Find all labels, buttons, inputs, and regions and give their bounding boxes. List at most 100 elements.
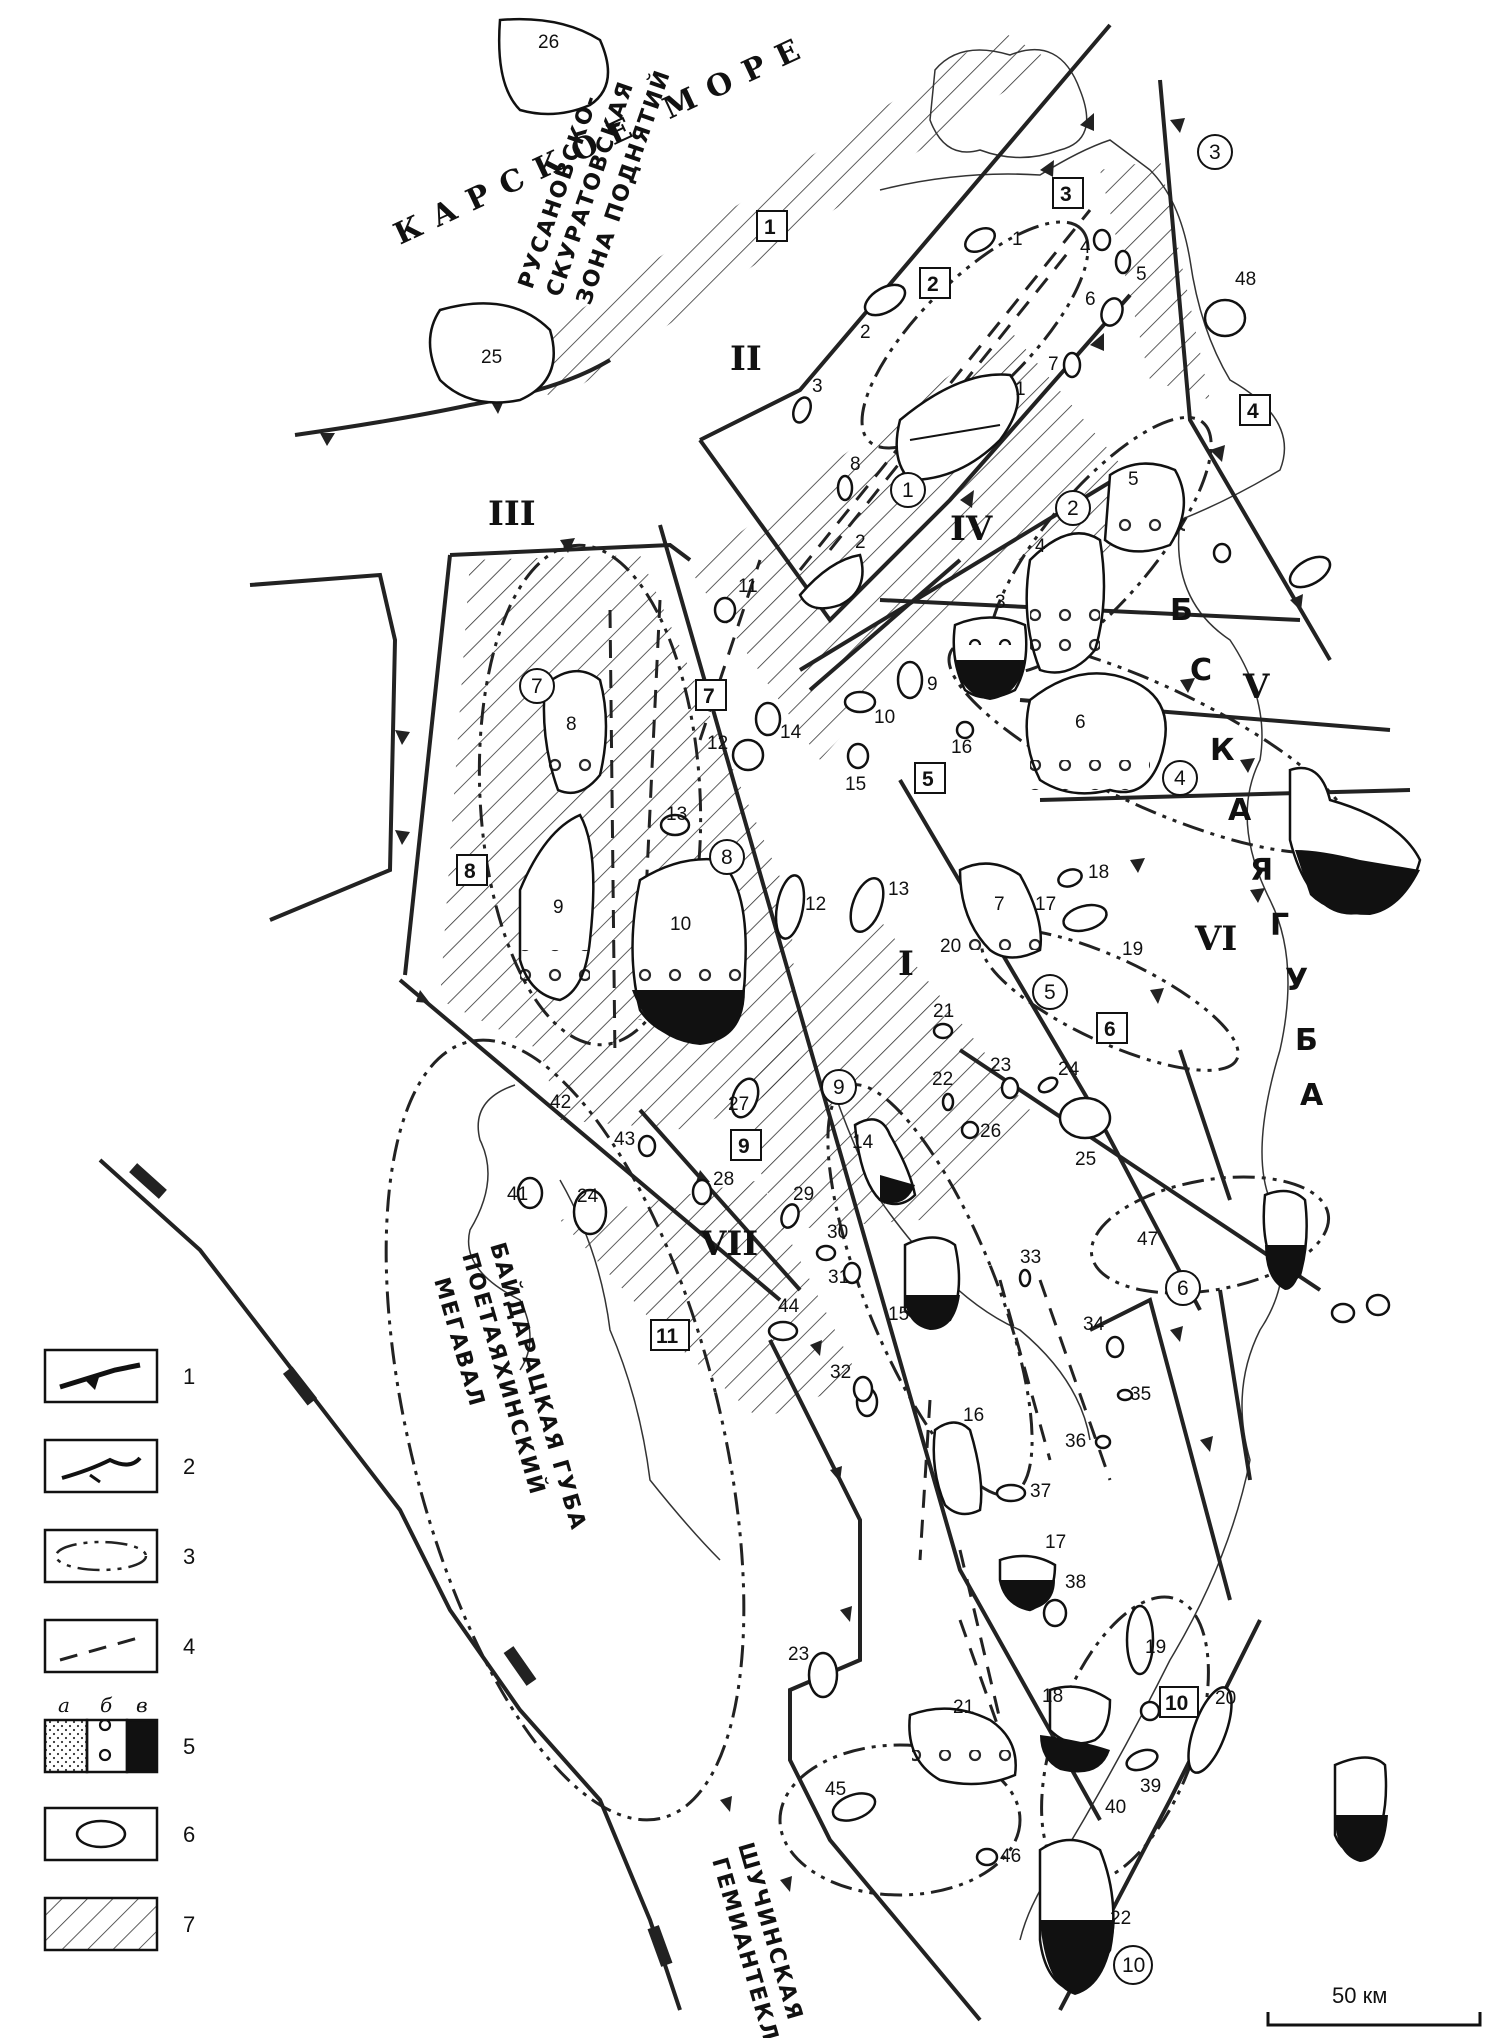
structure-number: 22 — [932, 1069, 953, 1090]
boxed-number: 7 — [703, 685, 715, 708]
bay-letter: А — [1300, 1078, 1324, 1113]
field-number: 25 — [481, 347, 502, 368]
sea-fields — [428, 17, 610, 404]
field-number: 8 — [566, 714, 577, 735]
field-number: 13 — [888, 879, 909, 900]
field-number: 4 — [1035, 536, 1046, 557]
boxed-number: 10 — [1165, 1692, 1188, 1715]
boxed-number: 5 — [922, 768, 934, 791]
boxed-number: 11 — [656, 1325, 679, 1348]
structure-number: 37 — [1030, 1481, 1051, 1502]
circled-number: 2 — [1067, 497, 1079, 520]
legend-number: 3 — [183, 1544, 195, 1569]
boxed-number: 8 — [464, 860, 476, 883]
structure-number: 38 — [1065, 1572, 1086, 1593]
field-number: 1 — [1015, 379, 1026, 400]
zone-label-VII: VII — [699, 1224, 758, 1264]
circled-number: 4 — [1174, 767, 1186, 790]
structure-number: 17 — [1035, 894, 1056, 915]
legend-number: 6 — [183, 1822, 195, 1847]
bay-letter: Я — [1250, 853, 1273, 888]
circled-number: 1 — [902, 479, 914, 502]
coast-markers — [129, 1163, 673, 1967]
zone-label-IV: IV — [950, 509, 993, 549]
structure-number: 34 — [1083, 1314, 1105, 1335]
legend — [43, 1348, 159, 1952]
scale-bar — [1266, 2012, 1482, 2027]
structure-number: 32 — [830, 1362, 851, 1383]
field-number: 12 — [805, 894, 826, 915]
legend-sub-label: б — [100, 1693, 113, 1717]
structure-number: 29 — [793, 1184, 814, 1205]
zone-label-II: II — [730, 339, 762, 379]
structure-number: 14 — [780, 722, 802, 743]
zone-label-III: III — [488, 494, 536, 534]
field-number: 10 — [670, 914, 691, 935]
structure-number: 6 — [1085, 289, 1096, 310]
structure-number: 46 — [1000, 1846, 1021, 1867]
field-number: 23 — [788, 1644, 809, 1665]
bay-letter: Б — [1170, 593, 1193, 628]
structure-number: 26 — [980, 1121, 1001, 1142]
structure-number: 44 — [778, 1296, 800, 1317]
small-structures — [516, 226, 1247, 1867]
circled-number: 5 — [1044, 981, 1056, 1004]
structure-number: 5 — [1136, 264, 1147, 285]
scale-label: 50 км — [1332, 1983, 1387, 2008]
circled-number: 8 — [721, 846, 733, 869]
structure-number: 31 — [828, 1267, 849, 1288]
circled-number: 9 — [833, 1076, 845, 1099]
structure-number: 20 — [940, 936, 961, 957]
boxed-number: 4 — [1247, 400, 1259, 423]
field-number: 18 — [1042, 1686, 1063, 1707]
structure-number: 24 — [1058, 1059, 1080, 1080]
bay-letter: К — [1210, 733, 1235, 768]
structure-number: 21 — [933, 1001, 954, 1022]
roman-numerals: I II III IV V VI VII — [488, 339, 1270, 1264]
field-number: 17 — [1045, 1532, 1066, 1553]
field-number: 5 — [1128, 469, 1139, 490]
zone-label-VI: VI — [1194, 919, 1237, 959]
boxed-number: 2 — [927, 273, 939, 296]
field-number: 20 — [1215, 1688, 1236, 1709]
legend-number: 4 — [183, 1634, 195, 1659]
structure-number: 23 — [990, 1055, 1011, 1076]
structure-number: 35 — [1130, 1384, 1151, 1405]
legend-number: 1 — [183, 1364, 195, 1389]
structure-number: 7 — [1048, 354, 1059, 375]
structure-number: 4 — [1080, 237, 1091, 258]
legend-number: 7 — [183, 1912, 195, 1937]
field-number: 24 — [577, 1186, 599, 1207]
bay-letter: А — [1228, 793, 1252, 828]
legend-sub-label: а — [58, 1693, 70, 1717]
structure-number: 27 — [728, 1094, 749, 1115]
structure-number: 41 — [507, 1184, 528, 1205]
field-number: 16 — [963, 1405, 984, 1426]
field-number: 6 — [1075, 712, 1086, 733]
structure-number: 9 — [927, 674, 938, 695]
structure-number: 15 — [845, 774, 866, 795]
zone-label-V: V — [1242, 667, 1270, 707]
field-number: 21 — [953, 1697, 974, 1718]
structure-number: 12 — [707, 733, 728, 754]
field-number: 15 — [888, 1304, 909, 1325]
structure-number: 8 — [850, 454, 861, 475]
structure-number: 42 — [550, 1092, 571, 1113]
structure-number: 40 — [1105, 1797, 1126, 1818]
legend-number: 2 — [183, 1454, 195, 1479]
field-number: 14 — [852, 1132, 874, 1153]
bay-letter: Б — [1295, 1023, 1318, 1058]
legend-labels: 1 2 3 4 5 6 7 а б в — [58, 1364, 195, 1937]
boxed-number: 1 — [764, 216, 776, 239]
structure-number: 18 — [1088, 862, 1109, 883]
structure-number: 1 — [1012, 229, 1023, 250]
field-number: 22 — [1110, 1908, 1131, 1929]
structure-number: 10 — [874, 707, 895, 728]
field-number: 7 — [994, 894, 1005, 915]
field-numbers: 1 2 3 4 5 6 7 8 9 10 12 13 14 15 16 17 1… — [481, 32, 1236, 1929]
thrust-teeth — [320, 113, 1303, 1892]
structure-number: 33 — [1020, 1247, 1041, 1268]
structure-number: 30 — [827, 1222, 848, 1243]
